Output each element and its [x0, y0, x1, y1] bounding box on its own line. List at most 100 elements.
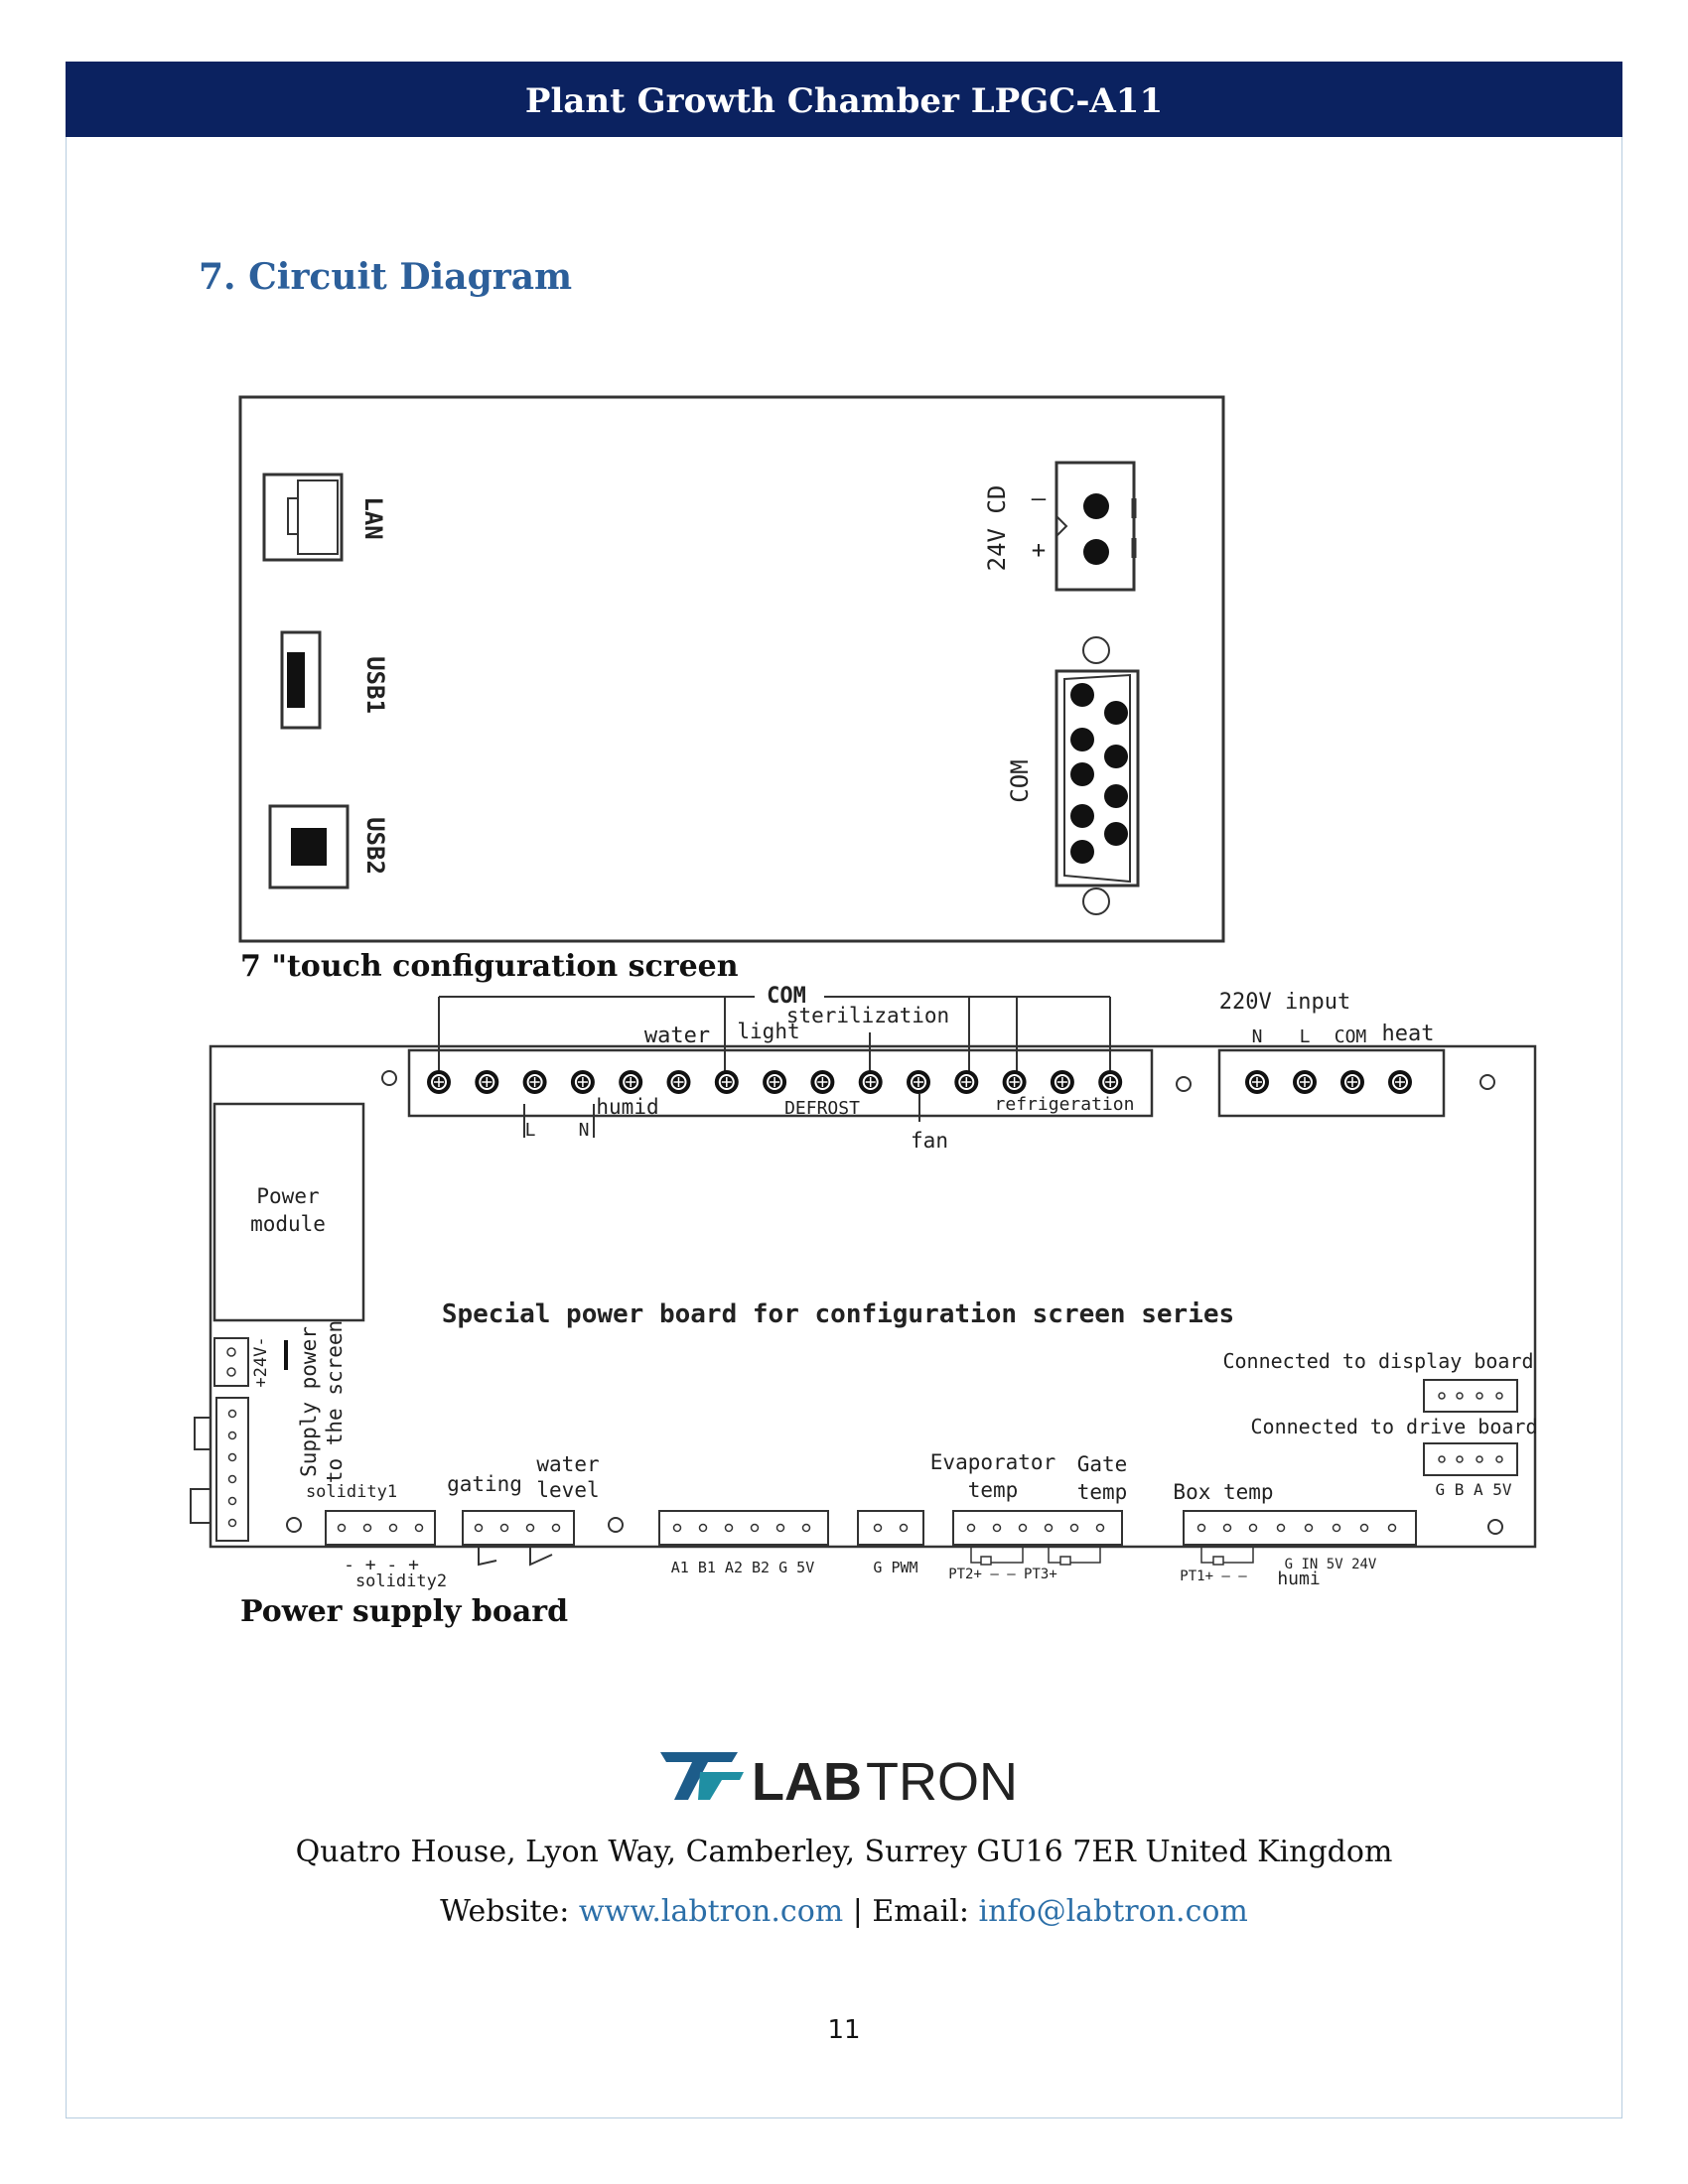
email-label: Email:: [872, 1894, 979, 1929]
terminal-screw: [1050, 1070, 1074, 1094]
power-board-caption: Power supply board: [240, 1594, 569, 1629]
input-terminal-block: [1217, 1048, 1446, 1118]
gba-label: G B A 5V: [1435, 1480, 1511, 1499]
com-connector: [1055, 636, 1140, 915]
screen-supply-connector: [213, 1337, 288, 1387]
power-label: 24V CD: [983, 485, 1011, 572]
terminal-screw: [858, 1070, 883, 1094]
l-label: L: [525, 1120, 536, 1141]
power-module: [212, 1102, 365, 1322]
pwm-connector: [857, 1510, 924, 1546]
input-label: 220V input: [1219, 990, 1350, 1015]
section-title: 7. Circuit Diagram: [199, 256, 573, 298]
com-wiring: [438, 996, 1111, 1138]
light-label: light: [737, 1020, 799, 1043]
pt2-pt3-label: PT2+ – – PT3+: [948, 1567, 1057, 1582]
evaporator-label-2: temp: [968, 1478, 1019, 1502]
website-link[interactable]: www.labtron.com: [578, 1894, 844, 1929]
evaporator-label-1: Evaporator: [930, 1450, 1055, 1474]
contact-separator: |: [843, 1894, 873, 1929]
refrigeration-label: refrigeration: [995, 1094, 1135, 1115]
power-module-label-2: module: [250, 1212, 326, 1236]
water-level-label-1: water: [536, 1452, 599, 1476]
terminal-screw: [522, 1070, 547, 1094]
terminal-screw: [666, 1070, 691, 1094]
power-plus-label: +: [1032, 536, 1046, 564]
footer-contact: Website: www.labtron.com | Email: info@l…: [0, 1894, 1688, 1929]
gate-label-1: Gate: [1077, 1452, 1128, 1476]
input-terminal-screw: [1388, 1070, 1412, 1094]
side-connector: [190, 1397, 249, 1542]
terminal-screw: [907, 1070, 930, 1094]
input-terminal-screw: [1340, 1070, 1364, 1094]
box-temp-connector: [1183, 1510, 1417, 1566]
usb1-label: USB1: [361, 656, 389, 714]
usb2-port: [268, 804, 350, 889]
water-label: water: [644, 1024, 710, 1048]
logo-text-tron: TRON: [866, 1752, 1018, 1812]
circuit-diagram: LAN USB1 USB2 24V CD – + COM: [190, 395, 1538, 1591]
supply-label-1: Supply power: [297, 1326, 321, 1477]
n-label: N: [579, 1120, 590, 1141]
gating-connector: [462, 1510, 575, 1567]
input-terminal-screw: [1245, 1070, 1269, 1094]
power-module-label-1: Power: [256, 1184, 319, 1208]
terminal-screw: [714, 1070, 739, 1094]
terminal-screw: [1098, 1070, 1123, 1094]
power-minus-label: –: [1032, 484, 1047, 512]
evaporator-gate-connector: [952, 1510, 1123, 1566]
rs485-pins-label: A1 B1 A2 B2 G 5V: [671, 1559, 815, 1576]
terminal-screw: [475, 1070, 499, 1094]
labtron-logo: LAB TRON: [660, 1742, 1038, 1812]
page-header: Plant Growth Chamber LPGC-A11: [66, 62, 1622, 137]
solidity-pm-label: - + - +: [344, 1555, 419, 1575]
input-com-label: COM: [1335, 1026, 1367, 1047]
gating-label: gating: [447, 1472, 522, 1496]
input-l-label: L: [1300, 1026, 1311, 1047]
power-connector: [1055, 461, 1137, 592]
drive-board-label: Connected to drive board: [1251, 1415, 1538, 1438]
humi-pins-label: G IN 5V 24V: [1285, 1557, 1377, 1572]
water-level-label-2: level: [536, 1478, 599, 1502]
drive-connector: [1423, 1442, 1518, 1476]
plus24v-label: +24V-: [251, 1336, 271, 1387]
board-title: Special power board for configuration sc…: [442, 1299, 1234, 1329]
logo-text-lab: LAB: [752, 1752, 862, 1812]
terminal-screw: [427, 1070, 451, 1094]
labtron-logo-icon: LAB TRON: [660, 1752, 1018, 1812]
box-temp-label: Box temp: [1173, 1480, 1273, 1504]
fan-label: fan: [911, 1129, 948, 1153]
input-terminal-screw: [1293, 1070, 1317, 1094]
power-board: COM water light sterilization humid DEFR…: [190, 984, 1538, 1591]
usb1-port: [280, 630, 322, 730]
screen-board: LAN USB1 USB2 24V CD – + COM: [238, 395, 1225, 943]
pwm-pins-label: G PWM: [873, 1559, 917, 1576]
lan-port: [262, 473, 344, 562]
main-terminal-block: [407, 1048, 1154, 1118]
humi-label: humi: [1277, 1569, 1320, 1589]
com-label: COM: [1006, 759, 1034, 802]
lan-label: LAN: [359, 496, 387, 539]
page-number: 11: [827, 2015, 861, 2045]
screen-board-caption: 7 "touch configuration screen: [240, 949, 739, 984]
gate-label-2: temp: [1077, 1480, 1128, 1504]
humid-label: humid: [596, 1095, 658, 1119]
supply-label-2: to the screen: [323, 1320, 347, 1483]
solidity1-label: solidity1: [306, 1482, 397, 1502]
email-link[interactable]: info@labtron.com: [978, 1894, 1248, 1929]
terminal-screw: [1002, 1070, 1027, 1094]
display-board-label: Connected to display board: [1222, 1349, 1533, 1373]
solidity2-label: solidity2: [355, 1571, 447, 1591]
footer-address: Quatro House, Lyon Way, Camberley, Surre…: [295, 1835, 1393, 1869]
terminal-screw: [954, 1070, 979, 1094]
terminal-screw: [619, 1070, 643, 1094]
terminal-screw: [810, 1070, 835, 1094]
input-n-label: N: [1252, 1026, 1263, 1047]
terminal-screw: [763, 1070, 787, 1094]
display-connector: [1423, 1379, 1518, 1413]
rs485-connector: [658, 1510, 829, 1546]
terminal-screw: [570, 1070, 595, 1094]
website-label: Website:: [440, 1894, 579, 1929]
pt1-label: PT1+ – –: [1180, 1569, 1247, 1584]
com-wire-label: COM: [767, 984, 806, 1009]
